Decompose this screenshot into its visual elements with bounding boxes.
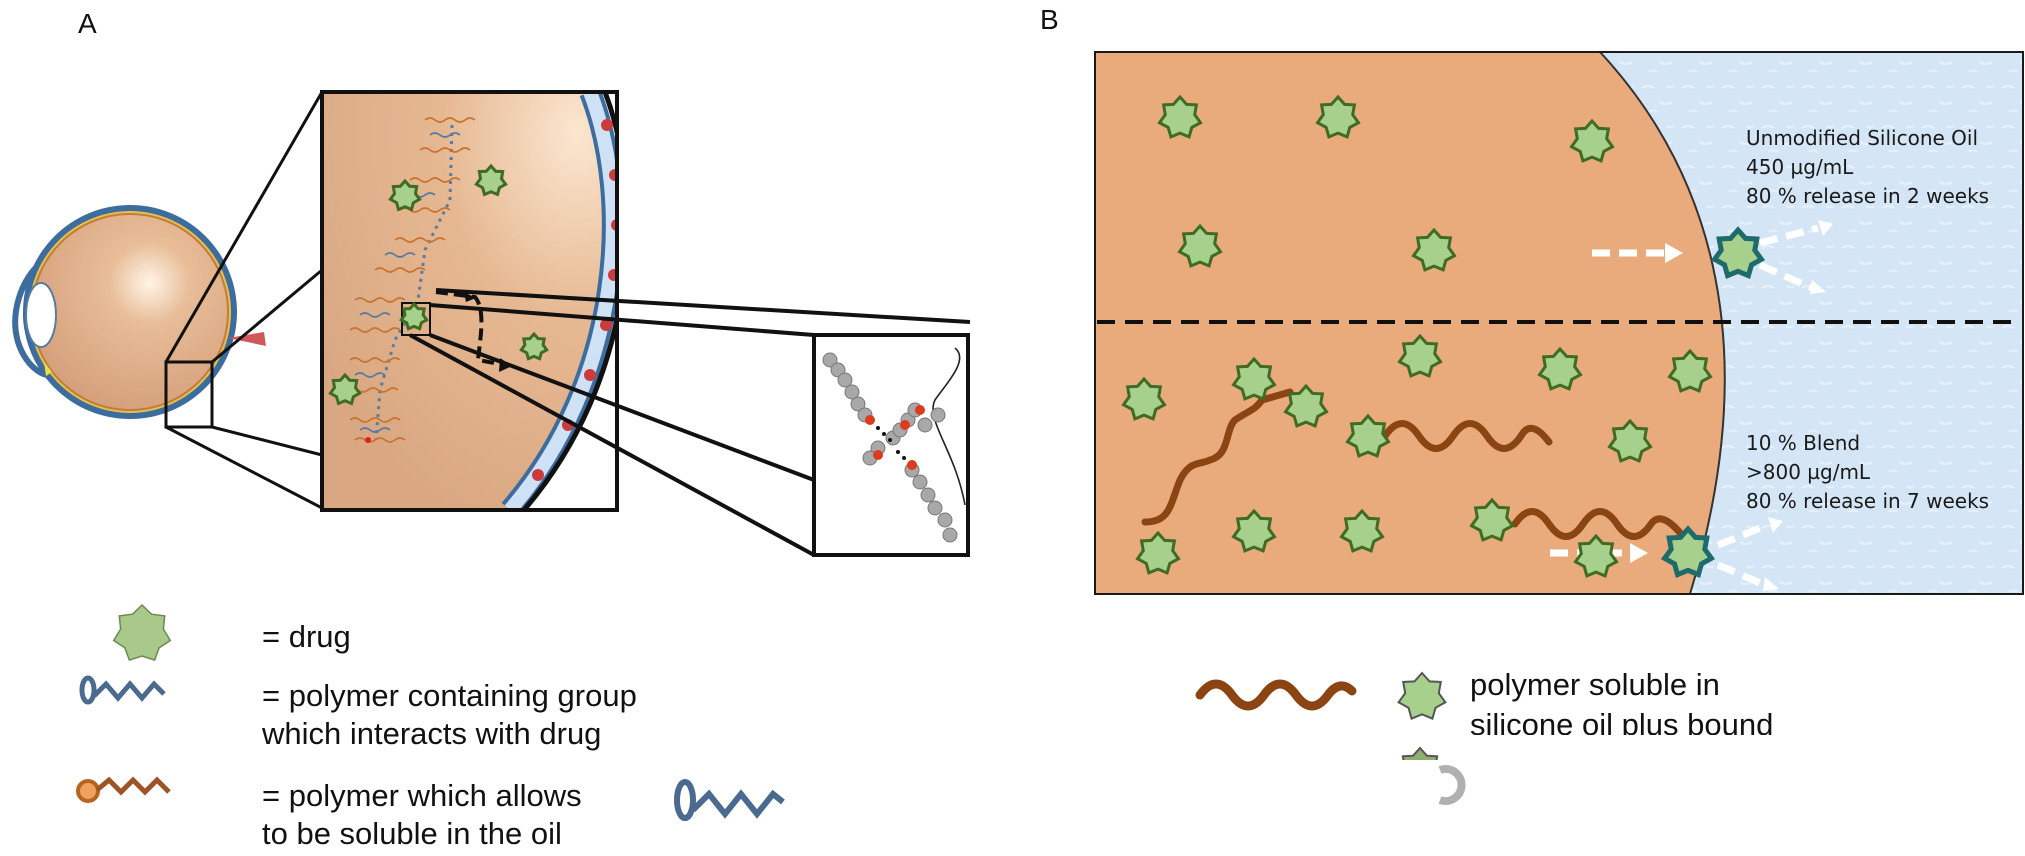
annotation-top-line3: 80 % release in 2 weeks	[1746, 184, 1990, 208]
legend-blue-polymer-text-line1: = polymer containing group	[262, 678, 637, 713]
zoom-lines	[164, 91, 324, 510]
drug-star-icon	[1667, 348, 1713, 393]
release-arrows	[1550, 220, 1833, 591]
molecule-zoom-lines	[409, 288, 971, 557]
annotation-top-line2: 450 µg/mL	[1746, 155, 1854, 179]
drug-star-icon	[388, 178, 422, 212]
drug-star-icon	[1569, 118, 1615, 163]
legend-orange-polymer-icon	[76, 776, 171, 803]
drug-star-icon	[1397, 333, 1443, 378]
drug-star-icon	[474, 163, 508, 197]
drug-star-icon	[1157, 94, 1203, 139]
legend-blue-polymer-icon	[79, 675, 166, 705]
panel-a-drugs	[328, 163, 549, 406]
panel-b-frame	[1094, 51, 2024, 595]
drug-star-icon	[1177, 223, 1223, 268]
annotation-top-line1: Unmodified Silicone Oil	[1746, 126, 1979, 150]
panel-a-label: A	[78, 8, 97, 39]
polymer-brush	[347, 117, 476, 443]
drug-star-icon	[1135, 530, 1181, 575]
legend-blue-polymer-text-line2: which interacts with drug	[262, 716, 602, 751]
drug-star-icon	[1283, 383, 1329, 428]
annotation-bottom-line3: 80 % release in 7 weeks	[1746, 489, 1990, 513]
drug-star-icon	[1411, 227, 1457, 272]
drug-star-icon	[1607, 418, 1653, 463]
legend-orange-polymer-text-line1: = polymer which allows	[262, 778, 582, 813]
drug-star-icon	[1469, 497, 1515, 542]
eye-zoom-box	[164, 360, 214, 429]
annotation-bottom-line2: >800 µg/mL	[1746, 460, 1871, 484]
legend-drug-star-icon	[112, 603, 172, 662]
legend-drug-text: = drug	[262, 619, 351, 654]
drug-star-icon	[1345, 413, 1391, 458]
drug-star-icon	[1231, 508, 1277, 553]
legend-polymer-chain-icon	[1195, 679, 1357, 711]
drug-star-icon	[1537, 346, 1583, 391]
polymer-chains	[1141, 388, 1685, 540]
annotation-bottom-line1: 10 % Blend	[1746, 431, 1861, 455]
drug-star-icon	[519, 331, 549, 361]
panel-a-legend-icons	[76, 603, 785, 821]
legend-extra-blue-polymer-icon	[674, 779, 785, 821]
optic-nerve	[228, 332, 266, 346]
panel-b-drugs	[1121, 94, 1766, 578]
drug-star-icon	[399, 301, 429, 331]
eye-illustration	[12, 205, 266, 429]
legend-orange-polymer-text-line2: to be soluble in the oil	[262, 816, 562, 851]
panel-b-label: B	[1040, 4, 1059, 35]
drug-star-icon	[1121, 376, 1167, 421]
legend-b-text-line2: silicone oil plus bound	[1470, 707, 1774, 735]
drug-star-icon	[1231, 356, 1277, 401]
drug-star-icon	[1315, 94, 1361, 139]
drug-star-icon	[1339, 508, 1385, 553]
released-drug-star-icon	[1710, 226, 1766, 279]
drug-star-icon	[328, 372, 362, 406]
legend-b-text-line1: polymer soluble in	[1470, 667, 1720, 702]
molecular-model	[812, 333, 970, 557]
released-drug-star-icon	[1660, 525, 1716, 578]
legend-bound-drug-star-icon	[1397, 671, 1447, 720]
drug-star-icon	[1573, 533, 1619, 578]
